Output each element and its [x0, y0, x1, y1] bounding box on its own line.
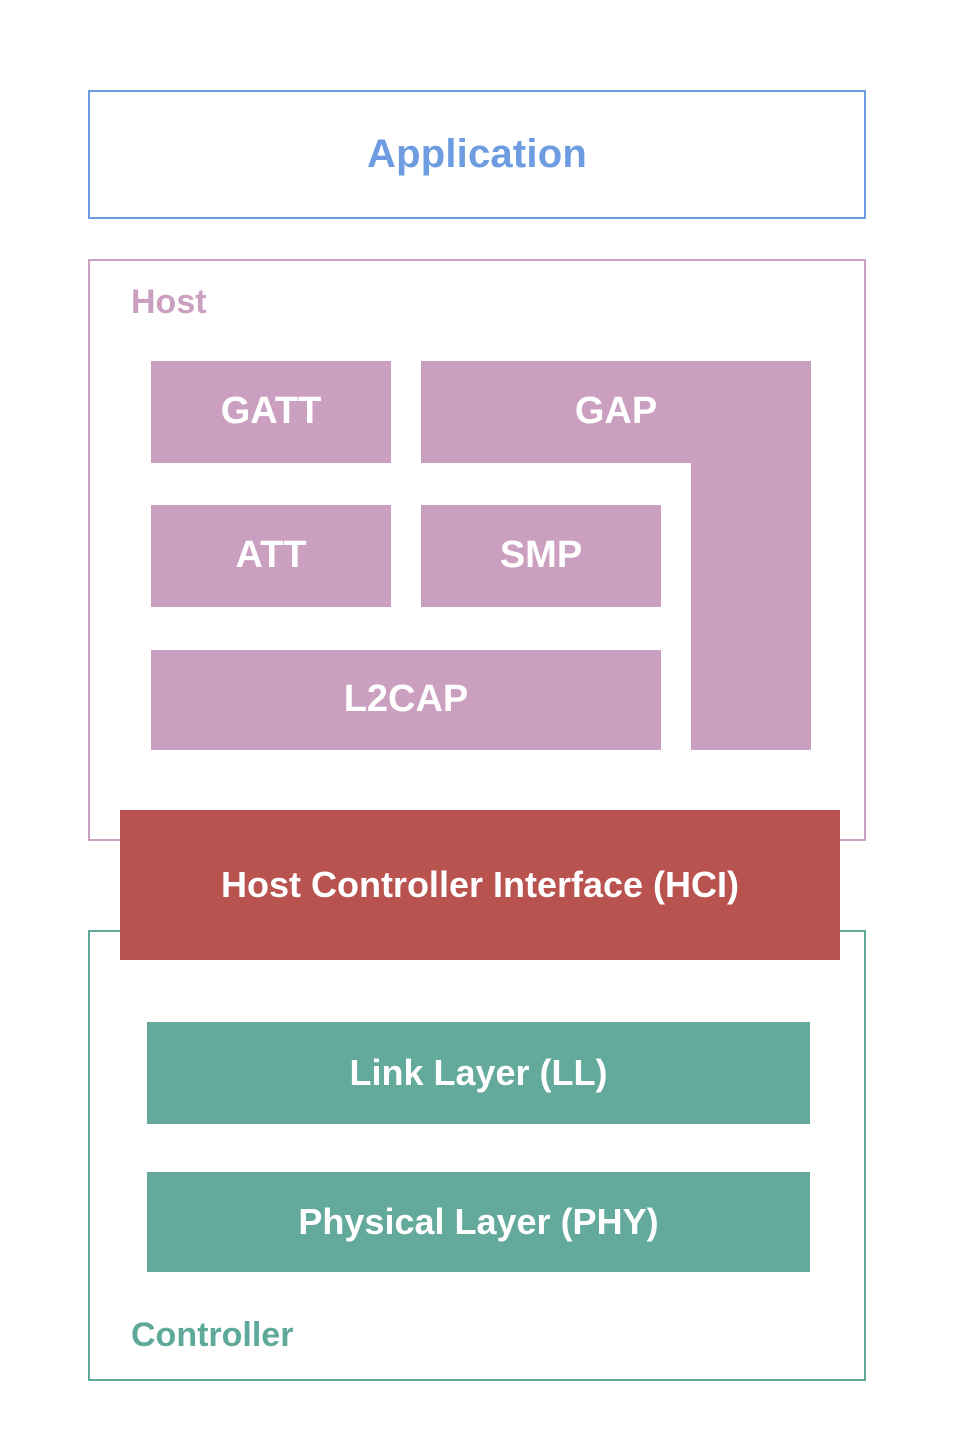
- block-gatt: GATT: [151, 361, 391, 463]
- application-layer-label: Application: [367, 132, 587, 176]
- block-gap: GAP: [421, 361, 811, 750]
- host-layer-caption: Host: [131, 283, 207, 321]
- block-gap-label: GAP: [574, 390, 658, 433]
- block-link-layer: Link Layer (LL): [147, 1022, 810, 1124]
- block-att: ATT: [151, 505, 391, 607]
- block-smp: SMP: [421, 505, 661, 607]
- block-host-controller-interface: Host Controller Interface (HCI): [120, 810, 840, 960]
- controller-layer-caption: Controller: [131, 1316, 294, 1354]
- block-l2cap: L2CAP: [151, 650, 661, 750]
- controller-layer-container: Controller: [88, 930, 866, 1381]
- application-layer-box: Application: [88, 90, 866, 219]
- block-gap-top-bar: [421, 361, 811, 463]
- block-gap-right-stem: [691, 463, 811, 750]
- block-physical-layer: Physical Layer (PHY): [147, 1172, 810, 1272]
